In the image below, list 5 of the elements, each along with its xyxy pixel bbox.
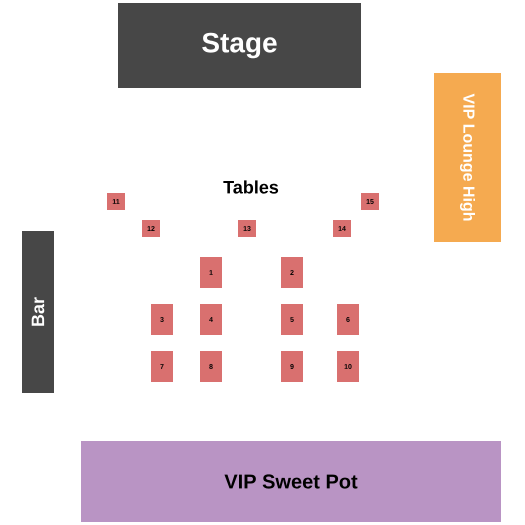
seating-area: VIP Sweet Pot <box>81 441 501 522</box>
stage-block: Stage <box>118 3 361 88</box>
section-label: Tables <box>223 180 278 194</box>
bar-area: Bar <box>22 231 54 393</box>
lounge-area: VIP Lounge High <box>434 73 501 242</box>
